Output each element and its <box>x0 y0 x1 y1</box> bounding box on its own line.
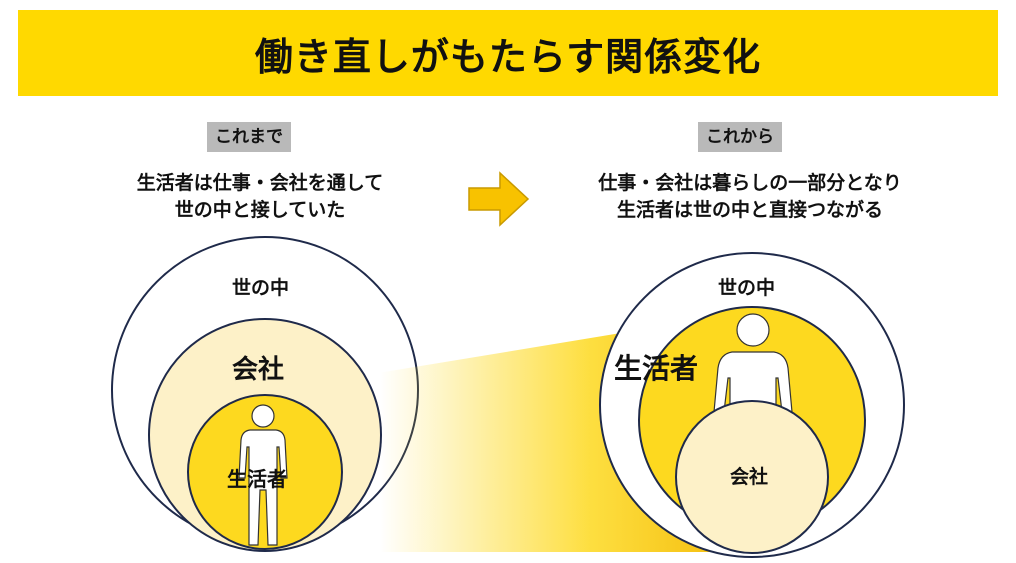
after-description: 仕事・会社は暮らしの一部分となり 生活者は世の中と直接つながる <box>560 170 940 224</box>
before-desc-line2: 世の中と接していた <box>174 199 346 221</box>
after-outer-label: 世の中 <box>718 277 776 299</box>
before-tag: これまで <box>207 122 291 152</box>
after-middle-label: 生活者 <box>614 352 699 385</box>
before-outer-label: 世の中 <box>232 277 290 299</box>
after-tag: これから <box>698 122 782 152</box>
after-inner-circle <box>675 400 829 554</box>
before-person-icon <box>238 404 288 546</box>
before-desc-line1: 生活者は仕事・会社を通して <box>136 172 384 194</box>
before-middle-label: 会社 <box>232 355 285 385</box>
before-description: 生活者は仕事・会社を通して 世の中と接していた <box>95 170 425 224</box>
after-inner-label: 会社 <box>730 466 769 488</box>
after-desc-line2: 生活者は世の中と直接つながる <box>616 199 883 221</box>
right-arrow-icon <box>468 171 530 227</box>
before-inner-label: 生活者 <box>227 467 287 491</box>
after-desc-line1: 仕事・会社は暮らしの一部分となり <box>598 172 902 194</box>
page-title: 働き直しがもたらす関係変化 <box>254 34 762 79</box>
title-banner: 働き直しがもたらす関係変化 <box>18 10 998 96</box>
